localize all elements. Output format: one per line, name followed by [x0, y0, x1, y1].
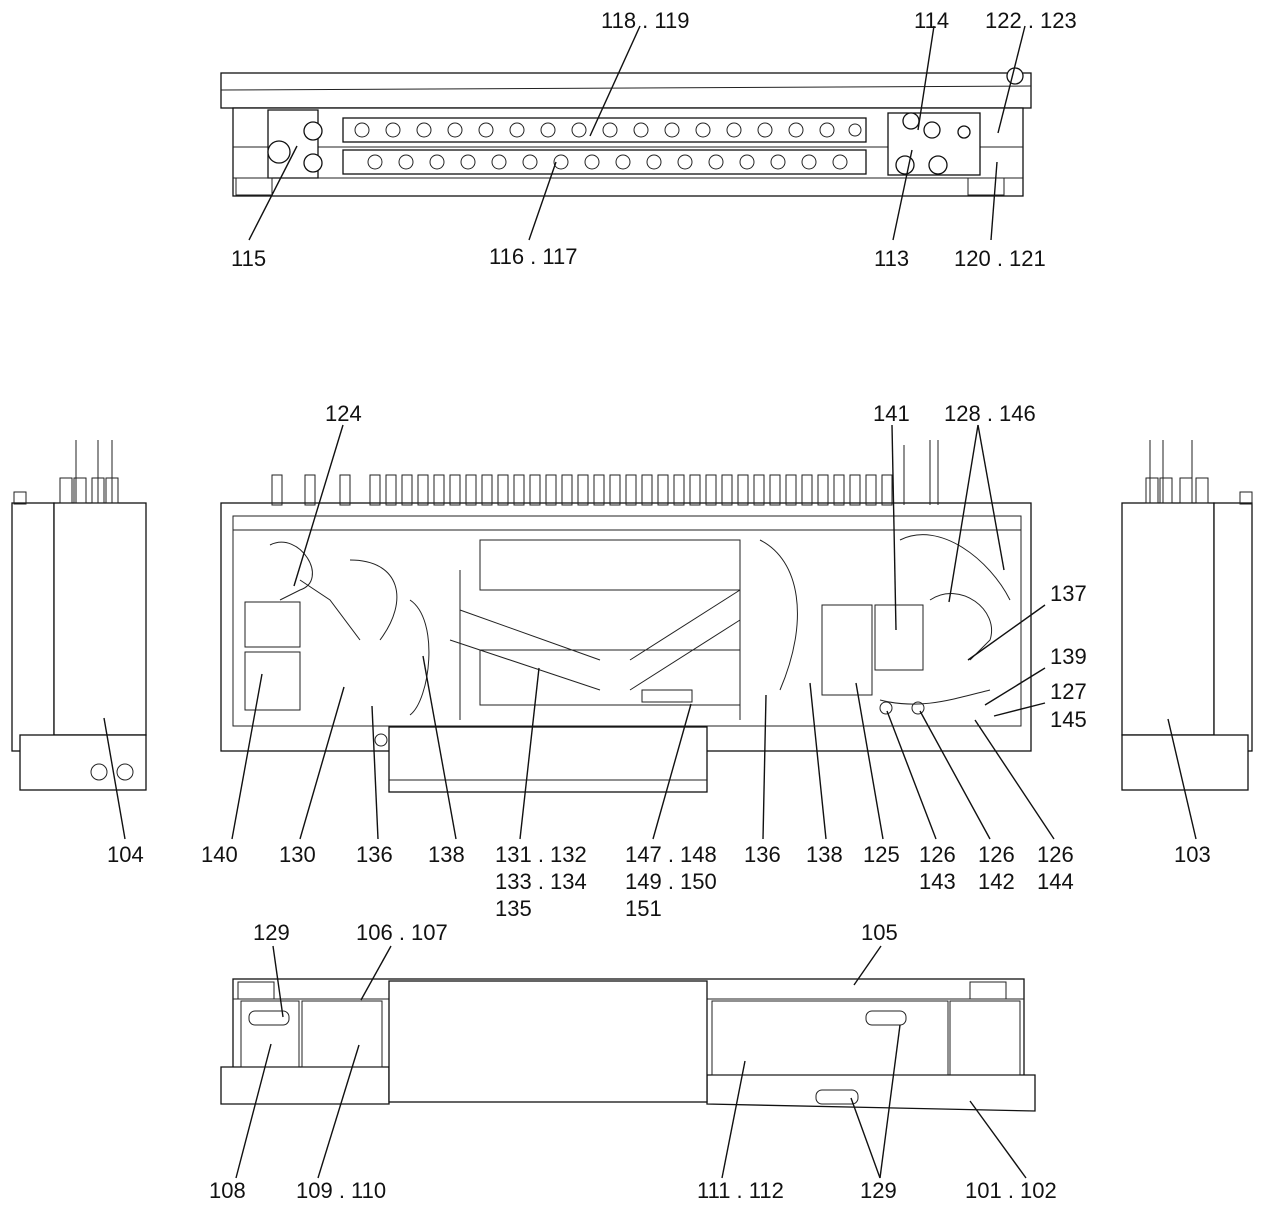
label-103: 103: [1174, 842, 1211, 867]
label-120-121: 120 . 121: [954, 246, 1046, 271]
label-128-146: 128 . 146: [944, 401, 1036, 426]
label-101-102: 101 . 102: [965, 1178, 1057, 1203]
bottom-view-leader-lines: [235, 945, 1027, 1179]
label-136-right: 136: [744, 842, 781, 867]
label-139: 139: [1050, 644, 1087, 669]
label-124: 124: [325, 401, 362, 426]
part-number-labels: 118 . 119 114 122 . 123 115 116 . 117 11…: [107, 8, 1211, 1203]
label-131-132: 131 . 132: [495, 842, 587, 867]
label-126-b: 126: [978, 842, 1015, 867]
top-rear-panel-view: [220, 67, 1032, 197]
label-129-top: 129: [253, 920, 290, 945]
label-122-123: 122 . 123: [985, 8, 1077, 33]
label-136-left: 136: [356, 842, 393, 867]
label-126-c: 126: [1037, 842, 1074, 867]
right-side-view: [1121, 440, 1253, 791]
label-116-117: 116 . 117: [489, 244, 577, 269]
label-108: 108: [209, 1178, 246, 1203]
label-141: 141: [873, 401, 910, 426]
label-111-112: 111 . 112: [697, 1178, 784, 1203]
label-133-134: 133 . 134: [495, 869, 587, 894]
label-127: 127: [1050, 679, 1087, 704]
label-113: 113: [874, 246, 909, 271]
bottom-front-panel-view: [220, 978, 1036, 1112]
label-115: 115: [231, 246, 266, 271]
label-151: 151: [625, 896, 662, 921]
label-129-bottom: 129: [860, 1178, 897, 1203]
label-126-a: 126: [919, 842, 956, 867]
label-104: 104: [107, 842, 144, 867]
label-142: 142: [978, 869, 1015, 894]
label-118-119: 118 . 119: [601, 8, 689, 33]
label-138-left: 138: [428, 842, 465, 867]
label-145: 145: [1050, 707, 1087, 732]
label-125: 125: [863, 842, 900, 867]
left-side-view: [11, 440, 147, 791]
top-view-leader-lines: [248, 25, 1026, 241]
label-135: 135: [495, 896, 532, 921]
label-137: 137: [1050, 581, 1087, 606]
label-140: 140: [201, 842, 238, 867]
label-138-right: 138: [806, 842, 843, 867]
label-114: 114: [914, 8, 949, 33]
label-143: 143: [919, 869, 956, 894]
label-149-150: 149 . 150: [625, 869, 717, 894]
label-147-148: 147 . 148: [625, 842, 717, 867]
label-106-107: 106 . 107: [356, 920, 448, 945]
label-130: 130: [279, 842, 316, 867]
label-105: 105: [861, 920, 898, 945]
label-144: 144: [1037, 869, 1074, 894]
label-109-110: 109 . 110: [296, 1178, 386, 1203]
main-unit-front-view: [220, 440, 1032, 793]
middle-view-leader-lines: [103, 424, 1197, 840]
